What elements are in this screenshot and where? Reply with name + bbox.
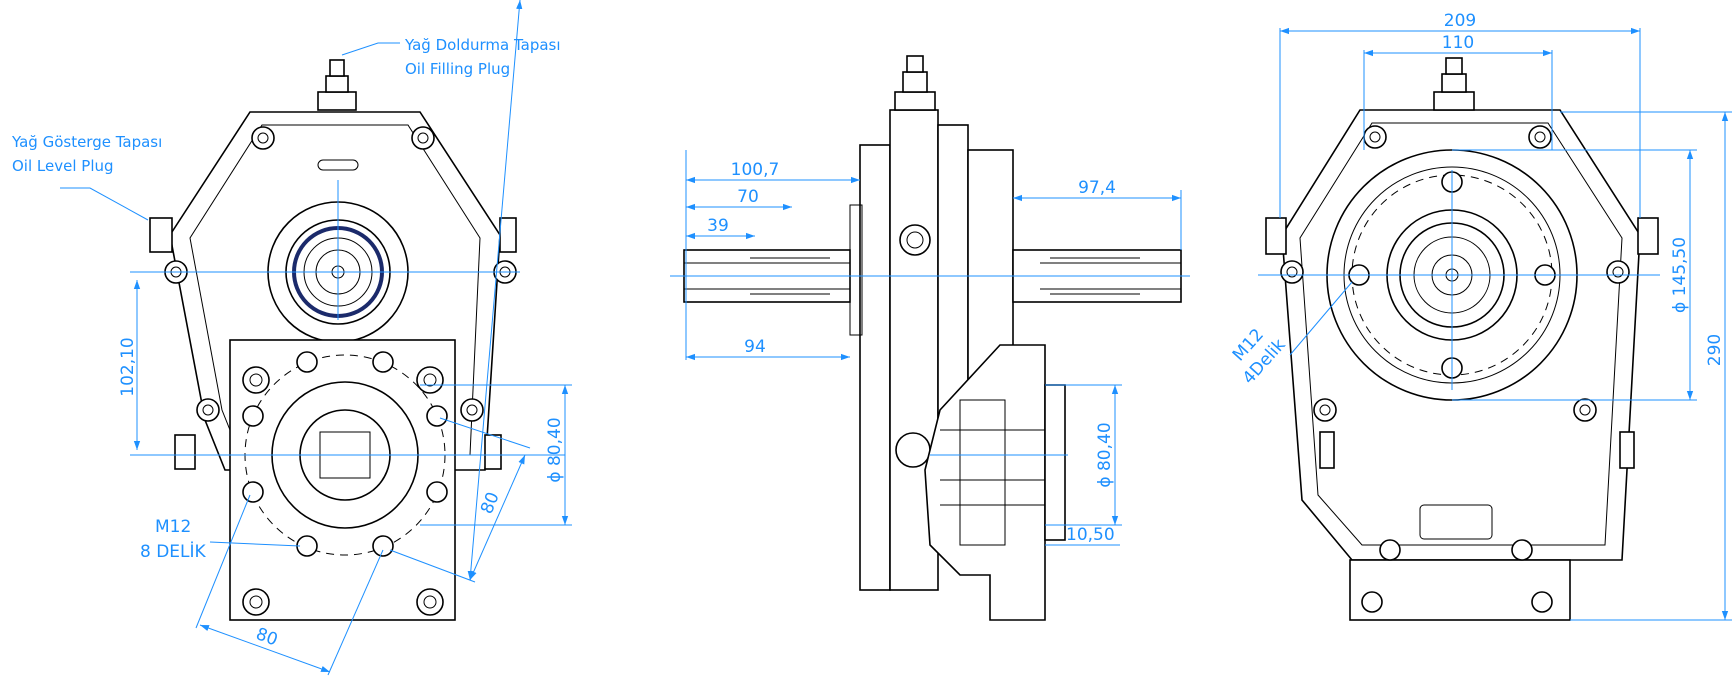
dim-side-left-short: 39 — [707, 216, 729, 236]
oil-filling-label-en: Oil Filling Plug — [405, 60, 510, 78]
dim-front-bore-dia: ϕ 80,40 — [545, 417, 565, 482]
oil-filling-label-tr: Yağ Doldurma Tapası — [404, 36, 561, 54]
side-view — [670, 55, 1190, 621]
oil-level-label-tr: Yağ Gösterge Tapası — [11, 133, 162, 151]
oil-level-plug-front — [149, 217, 173, 253]
front-view — [130, 59, 565, 621]
dim-rear-bolt-circle: ϕ 145,50 — [1670, 237, 1690, 313]
housing-bolts-rear — [1280, 125, 1630, 422]
dim-rear-width-inner: 110 — [1442, 33, 1474, 53]
dim-front-height-axis: 102,10 — [118, 337, 138, 396]
dim-side-left-bottom: 94 — [744, 337, 766, 357]
flange-holes-front — [242, 351, 448, 557]
dim-rear-height-total: 290 — [1705, 334, 1725, 366]
holes-front-size: M12 — [155, 517, 191, 537]
oil-filling-plug-front — [317, 59, 357, 111]
dim-front-pitch-b: 80 — [253, 624, 280, 650]
dim-side-right-shaft: 97,4 — [1078, 178, 1116, 198]
dim-rear-width-total: 209 — [1444, 11, 1476, 31]
holes-front-count: 8 DELİK — [140, 541, 207, 562]
side-dimensions: 100,7 70 39 94 97,4 ϕ 80,40 10,50 — [685, 150, 1182, 546]
dim-side-bore-dia: ϕ 80,40 — [1095, 422, 1115, 487]
rear-dimensions: 209 110 ϕ 145,50 290 M12 4Delik — [1229, 11, 1732, 621]
front-callouts: Yağ Doldurma Tapası Oil Filling Plug Yağ… — [11, 36, 561, 562]
dim-side-left-mid: 70 — [737, 187, 759, 207]
dim-side-flange: 10,50 — [1066, 525, 1115, 545]
oil-level-label-en: Oil Level Plug — [12, 157, 114, 175]
rear-view — [1258, 57, 1660, 621]
dim-side-left-total: 100,7 — [731, 160, 780, 180]
